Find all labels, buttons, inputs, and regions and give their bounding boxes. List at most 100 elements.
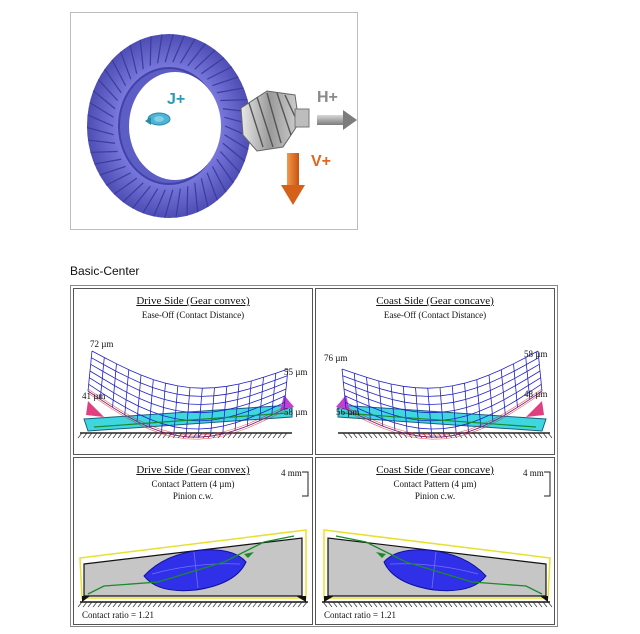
mesh-column <box>341 368 347 410</box>
mesh-column <box>283 368 289 410</box>
mesh-column <box>136 374 142 422</box>
mesh-row <box>341 350 539 389</box>
contact-path-line <box>341 412 537 428</box>
gear-tooth-line <box>120 51 132 80</box>
hatch-line <box>82 601 88 608</box>
hatch-line <box>327 601 333 608</box>
hatch-line <box>97 601 103 608</box>
gear-tooth-line <box>216 158 234 184</box>
hatch-line <box>412 601 418 608</box>
hatch-line <box>187 601 193 608</box>
hatch-line <box>457 432 463 439</box>
hatch-line <box>512 601 518 608</box>
hatch-line <box>342 432 348 439</box>
label-top-right: 58 µm <box>524 349 548 359</box>
gear-tooth-line <box>212 76 239 87</box>
mesh-column <box>451 385 457 436</box>
mesh-column <box>390 383 396 431</box>
hatch-line <box>352 432 358 439</box>
mesh-column <box>513 363 518 408</box>
hatch-line <box>462 432 468 439</box>
hatch-line <box>517 432 523 439</box>
hatch-line <box>367 601 373 608</box>
hatch-line <box>282 601 288 608</box>
hatch-line <box>122 432 128 439</box>
gear-tooth-line <box>187 43 206 67</box>
mesh-column <box>210 387 215 437</box>
hatch-line <box>152 601 158 608</box>
hatch-line <box>382 432 388 439</box>
hatch-line <box>107 601 113 608</box>
hatch-line <box>77 601 83 608</box>
hatch-line <box>487 601 493 608</box>
hatch-line <box>267 432 273 439</box>
gear-tooth-line <box>175 188 181 218</box>
hatch-line <box>232 432 238 439</box>
hatch-line <box>377 601 383 608</box>
hatch-line <box>537 601 543 608</box>
hatch-line <box>127 601 133 608</box>
contact-path-line <box>93 412 289 428</box>
contact-ratio-label: Contact ratio = 1.21 <box>82 610 155 620</box>
hatch-line <box>272 601 278 608</box>
hatch-line <box>262 601 268 608</box>
mesh-column <box>415 387 420 437</box>
hatch-line <box>282 432 288 439</box>
hatch-line <box>92 601 98 608</box>
hatch-line <box>117 432 123 439</box>
ease-off-fringe <box>345 390 543 438</box>
mesh-column <box>99 357 105 400</box>
hatch-line <box>112 432 118 439</box>
mesh-column <box>366 377 371 421</box>
hatch-line <box>87 432 93 439</box>
hatch-line <box>497 432 503 439</box>
scale-bracket <box>544 471 551 497</box>
hatch-line <box>102 432 108 439</box>
h-axis-arrow <box>317 110 357 130</box>
hatch-line <box>82 432 88 439</box>
hatch-line <box>162 432 168 439</box>
panel-title: Coast Side (Gear concave) <box>376 295 494 307</box>
gear-tooth-line <box>157 34 163 64</box>
hatch-line <box>242 432 248 439</box>
mesh-row <box>91 350 289 389</box>
hatch-line <box>237 432 243 439</box>
hatch-line <box>497 601 503 608</box>
hatch-line <box>422 432 428 439</box>
hatch-line <box>532 601 538 608</box>
mesh-row <box>89 370 287 414</box>
hatch-line <box>502 432 508 439</box>
gear-tooth-line <box>132 185 151 209</box>
scale-label: 4 mm <box>281 468 302 478</box>
hatch-line <box>387 432 393 439</box>
hatch-line <box>357 601 363 608</box>
panel-subtitle: Contact Pattern (4 µm) <box>393 479 477 489</box>
hatch-line <box>127 432 133 439</box>
ease-off-fringe <box>87 388 285 436</box>
mesh-row <box>343 370 541 414</box>
hatch-line <box>537 432 543 439</box>
hatch-line <box>342 601 348 608</box>
edge-marker <box>540 596 548 602</box>
hatch-line <box>542 432 548 439</box>
corner-marker <box>526 401 544 417</box>
gear-tooth-line <box>222 142 246 162</box>
contact-ellipse-line <box>389 563 479 575</box>
mesh-column <box>173 385 179 436</box>
hatch-line <box>367 432 373 439</box>
gear-tooth-line <box>216 87 244 94</box>
hatch-line <box>222 601 228 608</box>
ring-gear <box>86 33 252 219</box>
label-top-left: 76 µm <box>324 353 348 363</box>
panel-title: Drive Side (Gear convex) <box>136 295 250 307</box>
hatch-line <box>142 601 148 608</box>
hatch-line <box>177 601 183 608</box>
hatch-line <box>137 432 143 439</box>
gear-tooth-line <box>149 36 152 66</box>
hatch-line <box>297 601 303 608</box>
hatch-line <box>117 601 123 608</box>
hatch-line <box>372 432 378 439</box>
hatch-line <box>182 601 188 608</box>
ease-off-mesh <box>341 350 543 440</box>
hatch-line <box>362 601 368 608</box>
